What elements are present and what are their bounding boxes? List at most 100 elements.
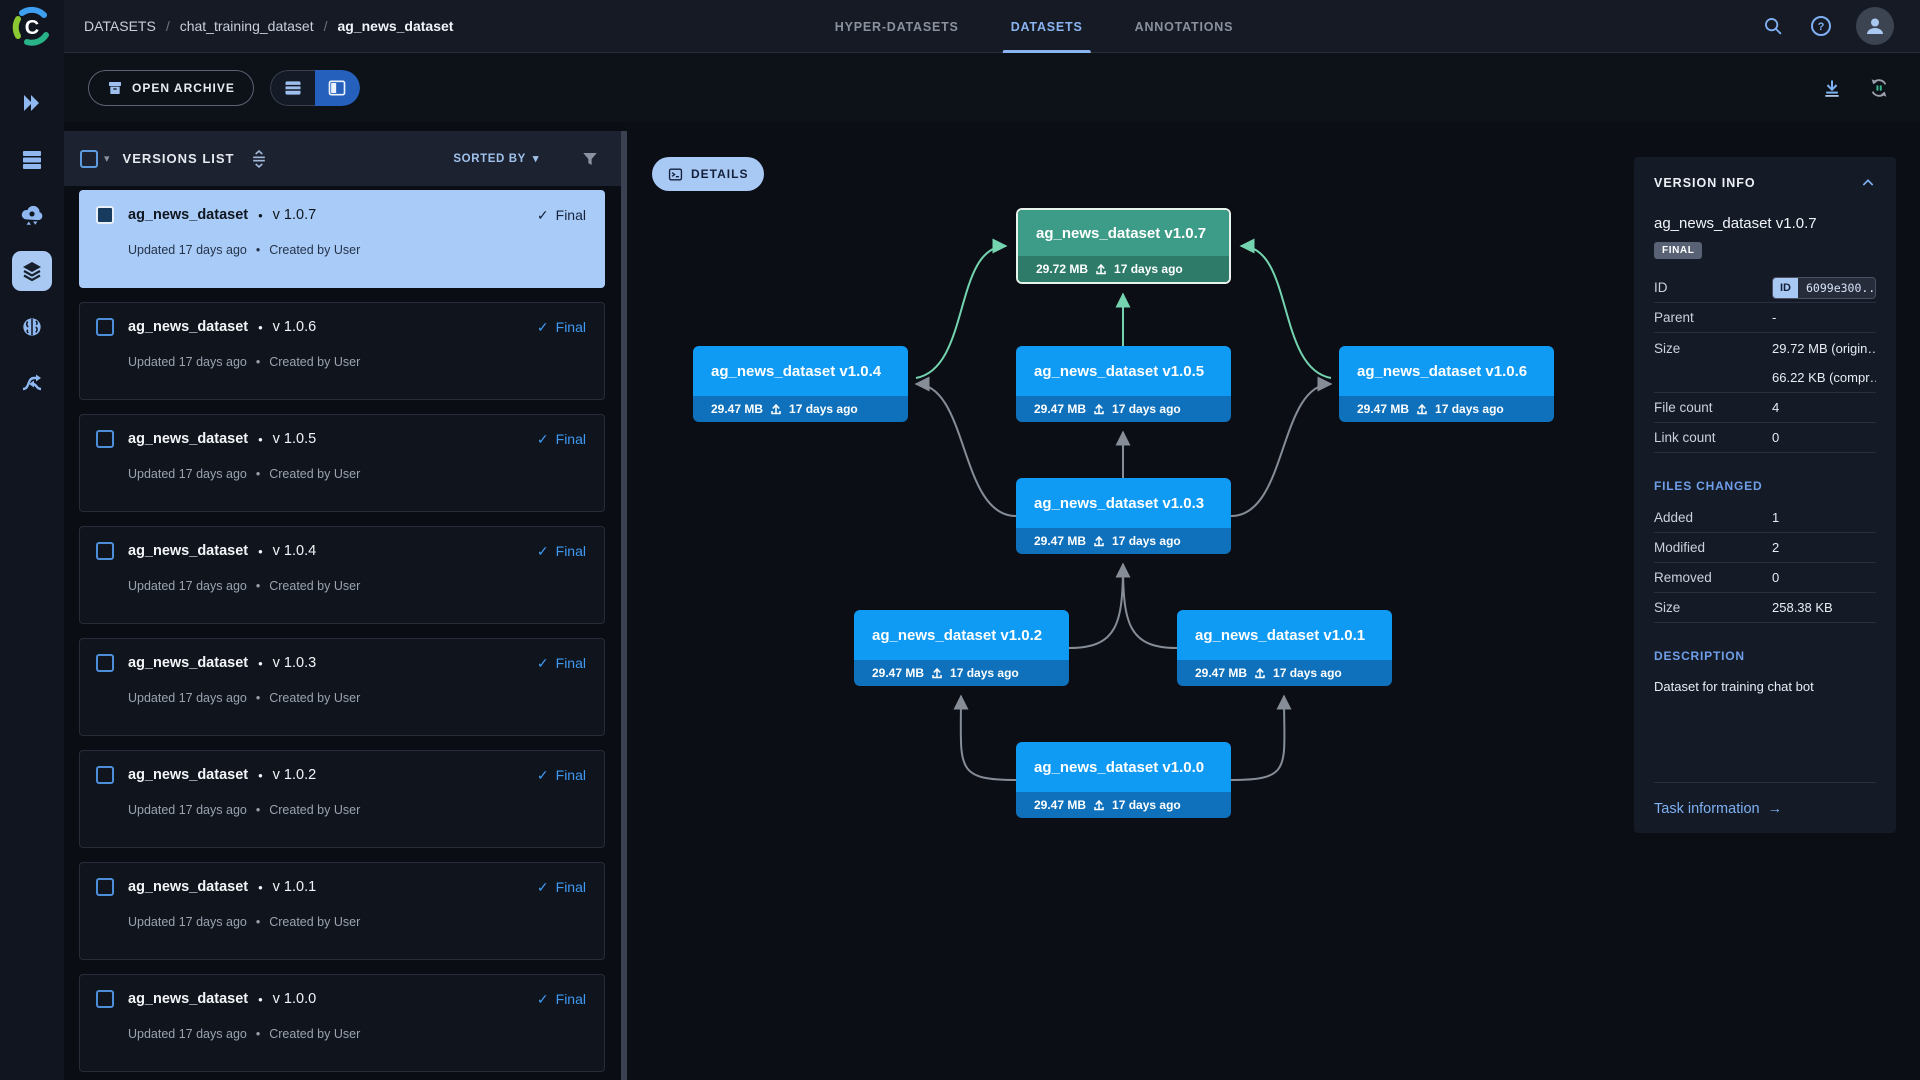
item-dataset-name: ag_news_dataset bbox=[128, 655, 248, 671]
item-version: v 1.0.1 bbox=[273, 879, 317, 895]
graph-node[interactable]: ag_news_dataset v1.0.1 29.47 MB 17 days … bbox=[1177, 610, 1392, 686]
graph-node[interactable]: ag_news_dataset v1.0.0 29.47 MB 17 days … bbox=[1016, 742, 1231, 818]
size-original-value: 29.72 MB (origin… bbox=[1772, 341, 1876, 356]
logo-letter: C bbox=[25, 17, 39, 39]
sidebar-item-workers[interactable] bbox=[12, 139, 52, 179]
help-icon: ? bbox=[1809, 14, 1833, 38]
item-checkbox[interactable] bbox=[96, 318, 114, 336]
item-checkbox[interactable] bbox=[96, 878, 114, 896]
removed-row: Removed 0 bbox=[1654, 563, 1876, 593]
sidebar-item-datasets[interactable] bbox=[12, 251, 52, 291]
graph-node[interactable]: ag_news_dataset v1.0.3 29.47 MB 17 days … bbox=[1016, 478, 1231, 554]
description-text: Dataset for training chat bot bbox=[1654, 679, 1876, 694]
download-button[interactable] bbox=[1822, 78, 1842, 98]
id-pill-value: 6099e300... bbox=[1798, 278, 1876, 298]
sorted-by-dropdown[interactable]: SORTED BY ▾ bbox=[453, 152, 539, 165]
auto-refresh-icon bbox=[1868, 77, 1890, 99]
item-checkbox[interactable] bbox=[96, 990, 114, 1008]
breadcrumb-datasets[interactable]: DATASETS bbox=[84, 18, 156, 34]
item-created: Created by User bbox=[269, 915, 360, 929]
arrow-right-icon: → bbox=[1768, 801, 1783, 817]
breadcrumb: DATASETS / chat_training_dataset / ag_ne… bbox=[84, 18, 453, 34]
open-archive-label: OPEN ARCHIVE bbox=[132, 81, 235, 95]
user-icon bbox=[1863, 14, 1887, 38]
node-size: 29.47 MB bbox=[1195, 666, 1247, 680]
graph-node[interactable]: ag_news_dataset v1.0.5 29.47 MB 17 days … bbox=[1016, 346, 1231, 422]
sidebar-item-models[interactable] bbox=[12, 307, 52, 347]
file-count-label: File count bbox=[1654, 400, 1772, 415]
item-dataset-name: ag_news_dataset bbox=[128, 991, 248, 1007]
added-label: Added bbox=[1654, 510, 1772, 525]
tab[interactable]: DATASETS bbox=[1011, 0, 1083, 53]
collapse-panel-button[interactable] bbox=[1860, 175, 1876, 191]
version-list-item[interactable]: ag_news_dataset • v 1.0.7 ✓ Final Update… bbox=[79, 190, 605, 288]
node-label: ag_news_dataset v1.0.4 bbox=[693, 346, 908, 396]
item-version: v 1.0.2 bbox=[273, 767, 317, 783]
version-list-item[interactable]: ag_news_dataset • v 1.0.2 ✓ Final Update… bbox=[79, 750, 605, 848]
item-checkbox[interactable] bbox=[96, 206, 114, 224]
auto-refresh-button[interactable] bbox=[1868, 77, 1890, 99]
clearml-logo[interactable]: C bbox=[10, 5, 54, 49]
sidebar-item-automation[interactable] bbox=[12, 195, 52, 235]
tab[interactable]: ANNOTATIONS bbox=[1135, 0, 1234, 53]
graph-node[interactable]: ag_news_dataset v1.0.6 29.47 MB 17 days … bbox=[1339, 346, 1554, 422]
sidebar-item-projects[interactable] bbox=[12, 83, 52, 123]
separator-dot: • bbox=[256, 1027, 260, 1041]
graph-node[interactable]: ag_news_dataset v1.0.4 29.47 MB 17 days … bbox=[693, 346, 908, 422]
details-button[interactable]: DETAILS bbox=[652, 157, 764, 191]
tab[interactable]: HYPER-DATASETS bbox=[835, 0, 959, 53]
version-list-item[interactable]: ag_news_dataset • v 1.0.6 ✓ Final Update… bbox=[79, 302, 605, 400]
node-footer: 29.47 MB 17 days ago bbox=[1016, 792, 1231, 818]
id-row: ID ID 6099e300... bbox=[1654, 273, 1876, 303]
item-checkbox[interactable] bbox=[96, 430, 114, 448]
graph-node[interactable]: ag_news_dataset v1.0.7 29.72 MB 17 days … bbox=[1016, 208, 1231, 284]
task-information-link[interactable]: Task information → bbox=[1654, 801, 1876, 817]
search-button[interactable] bbox=[1760, 13, 1786, 39]
version-list-item[interactable]: ag_news_dataset • v 1.0.4 ✓ Final Update… bbox=[79, 526, 605, 624]
item-checkbox[interactable] bbox=[96, 542, 114, 560]
split-view-icon bbox=[327, 78, 347, 98]
id-pill[interactable]: ID 6099e300... bbox=[1772, 277, 1876, 299]
id-label: ID bbox=[1654, 280, 1772, 295]
open-archive-button[interactable]: OPEN ARCHIVE bbox=[88, 70, 254, 106]
upload-icon bbox=[1093, 535, 1105, 547]
version-list-item[interactable]: ag_news_dataset • v 1.0.1 ✓ Final Update… bbox=[79, 862, 605, 960]
node-footer: 29.72 MB 17 days ago bbox=[1018, 256, 1229, 282]
item-status-label: Final bbox=[556, 319, 586, 335]
version-list-item[interactable]: ag_news_dataset • v 1.0.0 ✓ Final Update… bbox=[79, 974, 605, 1072]
item-created: Created by User bbox=[269, 1027, 360, 1041]
item-dataset-name: ag_news_dataset bbox=[128, 207, 248, 223]
list-scrollbar[interactable] bbox=[621, 131, 627, 1080]
select-all-caret-icon[interactable]: ▾ bbox=[104, 152, 110, 165]
user-avatar[interactable] bbox=[1856, 7, 1894, 45]
filter-button[interactable] bbox=[581, 150, 599, 168]
sidebar-item-pipelines[interactable] bbox=[12, 363, 52, 403]
added-row: Added 1 bbox=[1654, 503, 1876, 533]
toolbar: OPEN ARCHIVE bbox=[64, 53, 1920, 122]
graph-node[interactable]: ag_news_dataset v1.0.2 29.47 MB 17 days … bbox=[854, 610, 1069, 686]
split-view-button[interactable] bbox=[315, 70, 360, 106]
item-checkbox[interactable] bbox=[96, 654, 114, 672]
separator-dot: • bbox=[256, 579, 260, 593]
breadcrumb-project[interactable]: chat_training_dataset bbox=[180, 18, 314, 34]
changed-size-row: Size 258.38 KB bbox=[1654, 593, 1876, 623]
version-list-item[interactable]: ag_news_dataset • v 1.0.3 ✓ Final Update… bbox=[79, 638, 605, 736]
select-all-checkbox[interactable] bbox=[80, 150, 98, 168]
node-footer: 29.47 MB 17 days ago bbox=[693, 396, 908, 422]
node-size: 29.47 MB bbox=[1034, 534, 1086, 548]
separator-dot: • bbox=[256, 915, 260, 929]
item-status: ✓ Final bbox=[537, 767, 586, 784]
item-updated: Updated 17 days ago bbox=[128, 355, 247, 369]
node-time: 17 days ago bbox=[1435, 402, 1504, 416]
item-checkbox[interactable] bbox=[96, 766, 114, 784]
help-button[interactable]: ? bbox=[1808, 13, 1834, 39]
node-footer: 29.47 MB 17 days ago bbox=[1339, 396, 1554, 422]
item-status: ✓ Final bbox=[537, 879, 586, 896]
link-count-label: Link count bbox=[1654, 430, 1772, 445]
table-view-button[interactable] bbox=[270, 70, 315, 106]
separator-dot: • bbox=[258, 544, 263, 559]
node-label: ag_news_dataset v1.0.3 bbox=[1016, 478, 1231, 528]
version-list-item[interactable]: ag_news_dataset • v 1.0.5 ✓ Final Update… bbox=[79, 414, 605, 512]
item-status-label: Final bbox=[556, 543, 586, 559]
expand-rows-icon[interactable] bbox=[249, 149, 269, 169]
